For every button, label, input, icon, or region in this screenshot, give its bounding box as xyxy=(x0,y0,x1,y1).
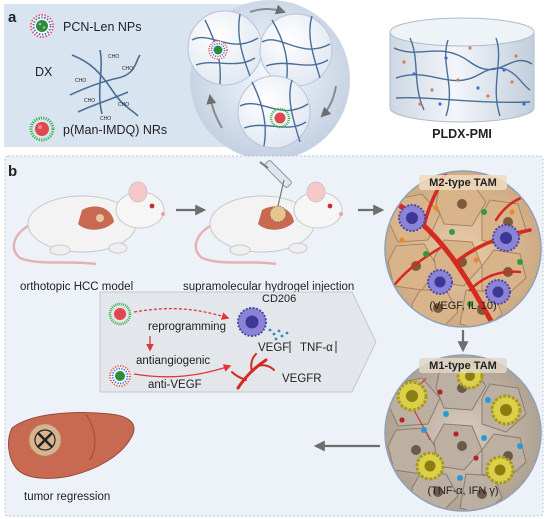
m1-tam-title: M1-type TAM xyxy=(429,360,497,372)
hydrogel-injection-label: supramolecular hydrogel injection xyxy=(183,281,354,293)
mouse-hcc-model-illustration xyxy=(12,181,165,266)
mouse-hydrogel-injection-illustration xyxy=(194,160,343,266)
svg-text:CHO: CHO xyxy=(122,66,133,72)
cross-icon xyxy=(37,432,53,448)
antiangiogenic-label: antiangiogenic xyxy=(136,355,210,367)
tumor-regression-label: tumor regression xyxy=(24,491,110,503)
reprogramming-arrow xyxy=(133,307,230,320)
panel-b-letter: b xyxy=(8,163,17,180)
p-man-imdq-nr-icon xyxy=(108,302,132,326)
hydrogel-sphere-3 xyxy=(237,75,311,149)
mechanism-box: reprogramming antiangiogenic anti-VEGF C… xyxy=(99,291,377,393)
cd206-label: CD206 xyxy=(262,293,296,305)
blood-vessel-icon xyxy=(231,353,275,390)
rotation-arrow xyxy=(320,85,337,118)
svg-text:CHO: CHO xyxy=(84,98,95,104)
orthotopic-hcc-model-label: orthotopic HCC model xyxy=(20,281,133,293)
rotation-arrow xyxy=(249,4,286,15)
panel-a: a PCN-Len NPs DX CHO CHO CHO CHO CHO CHO xyxy=(4,0,535,160)
m1-tumor-microenvironment: M1-type TAM (TNF-α, IFN γ) xyxy=(384,354,542,512)
m1-macrophage-icon xyxy=(396,362,522,485)
p-man-imdq-nr-icon xyxy=(29,116,55,142)
svg-text:CHO: CHO xyxy=(108,54,119,60)
vegf-label: VEGF xyxy=(258,342,289,354)
panel-b: b orthotopic HCC model xyxy=(4,155,544,517)
vegfr-label: VEGFR xyxy=(282,373,322,385)
m2-tam-title: M2-type TAM xyxy=(429,177,497,189)
svg-text:CHO: CHO xyxy=(75,78,86,84)
pcn-len-np-icon xyxy=(109,365,131,387)
dx-polymer-network xyxy=(69,49,141,117)
svg-text:CHO: CHO xyxy=(118,102,129,108)
m2-macrophage-icon xyxy=(398,204,520,305)
panel-a-letter: a xyxy=(8,9,17,26)
liver-illustration xyxy=(8,412,135,479)
m2-macrophage-icon xyxy=(237,307,267,337)
pcn-len-nps-label: PCN-Len NPs xyxy=(63,20,142,34)
anti-vegf-arrow xyxy=(133,364,232,378)
p-man-imdq-nrs-label: p(Man-IMDQ) NRs xyxy=(63,123,167,137)
anti-vegf-label: anti-VEGF xyxy=(148,379,202,391)
syringe-icon xyxy=(259,160,292,207)
reprogramming-label: reprogramming xyxy=(148,321,226,333)
dx-label: DX xyxy=(35,65,53,79)
cho-group-labels: CHO CHO CHO CHO CHO CHO xyxy=(75,54,133,122)
svg-text:CHO: CHO xyxy=(100,116,111,122)
hydrogel-sphere-1 xyxy=(187,10,263,86)
m1-cytokines-label: (TNF-α, IFN γ) xyxy=(427,485,498,497)
tnf-label: TNF-α xyxy=(300,342,333,354)
rotation-arrow xyxy=(206,94,223,129)
assembly-schematic xyxy=(187,0,350,160)
pldx-pmi-label: PLDX-PMI xyxy=(432,127,492,141)
pcn-len-np-icon xyxy=(30,14,54,38)
pldx-pmi-hydrogel-cylinder xyxy=(389,17,535,123)
mechanism-box-background xyxy=(99,291,377,393)
m2-cytokines-label: (VEGF, IL-10) xyxy=(429,300,496,312)
m2-tumor-microenvironment: M2-type TAM (VEGF, IL-10) xyxy=(384,170,542,328)
cytokine-dots xyxy=(268,328,289,341)
hydrogel-sphere-2 xyxy=(259,13,333,87)
